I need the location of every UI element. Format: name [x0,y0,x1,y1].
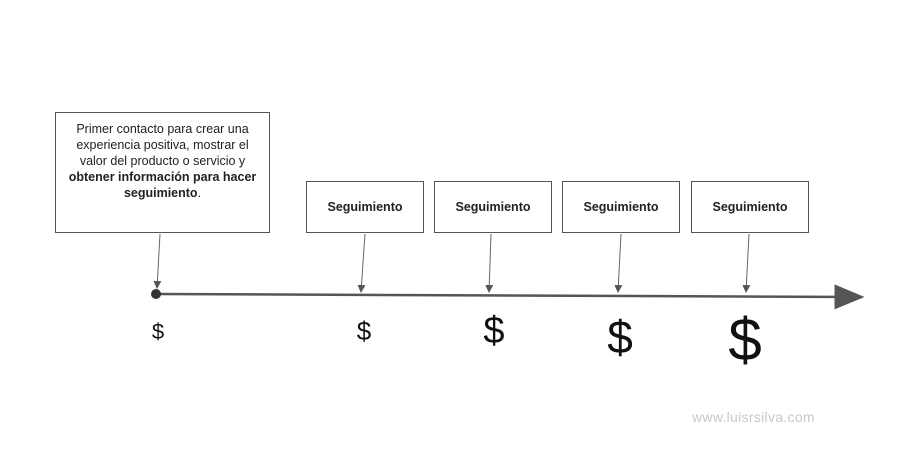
timeline-axis [155,284,865,310]
dollar-sign-4: $ [607,311,633,363]
connector-arrow-first [153,233,162,289]
dollar-sign-3: $ [483,310,505,352]
followup-box-1: Seguimiento [306,181,424,233]
followup-box-3: Seguimiento [562,181,680,233]
watermark: www.luisrsilva.com [692,409,815,425]
first-contact-box: Primer contacto para crear una experienc… [55,112,270,233]
connector-arrow-3 [614,233,623,293]
connector-arrow-2 [485,233,494,293]
first-contact-period: . [197,186,202,200]
connector-arrow-4 [742,233,751,293]
first-contact-bold-text: obtener información para hacer seguimien… [68,170,257,200]
connector-arrow-1 [357,233,366,293]
dollar-sign-5: $ [728,306,762,373]
dollar-sign-1: $ [151,319,165,344]
first-contact-text: Primer contacto para crear una experienc… [76,122,249,168]
timeline-start-dot [151,289,161,299]
dollar-sign-2: $ [356,316,372,346]
followup-box-4: Seguimiento [691,181,809,233]
followup-box-2: Seguimiento [434,181,552,233]
